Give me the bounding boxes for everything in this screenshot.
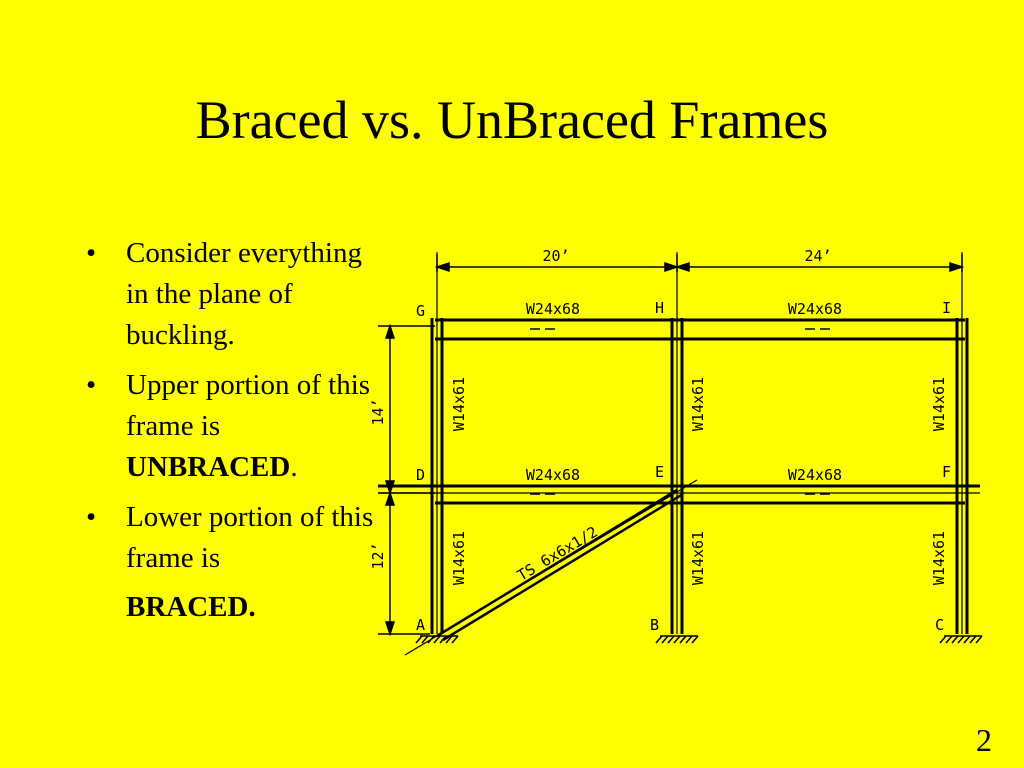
bullet-suffix: . [290, 451, 298, 483]
bullet-text: Consider everything in the plane of buck… [126, 237, 362, 351]
span-left-label: 20’ [542, 247, 569, 265]
span-right-label: 24’ [804, 247, 831, 265]
node-d-label: D [416, 466, 425, 484]
story-lower-label: 12’ [369, 542, 387, 569]
slide-title: Braced vs. UnBraced Frames [195, 90, 829, 150]
bullet-icon: • [86, 369, 97, 401]
column-label-fi: W14x61 [930, 377, 948, 431]
support-c [939, 635, 983, 644]
story-dimensions [378, 323, 435, 637]
bullet-item: • Consider everything in the plane of bu… [86, 233, 376, 356]
node-i-label: I [942, 299, 951, 317]
node-g-label: G [416, 302, 425, 320]
page-number: 2 [976, 722, 992, 758]
span-dimensions [434, 254, 965, 273]
column-label-ad: W14x61 [450, 531, 468, 585]
node-h-label: H [655, 299, 664, 317]
column-middle [670, 252, 684, 634]
bullet-text: Upper portion of this frame is [126, 369, 371, 442]
node-b-label: B [650, 616, 659, 634]
beam-label-de: W24x68 [526, 466, 580, 484]
column-label-dg: W14x61 [450, 377, 468, 431]
node-c-label: C [935, 616, 944, 634]
bullet-list: • Consider everything in the plane of bu… [86, 233, 376, 637]
beam-label-gh: W24x68 [526, 300, 580, 318]
bullet-item: • Lower portion of this frame is BRACED. [86, 497, 376, 628]
brace-label: TS 6x6x1/2 [514, 523, 601, 585]
bullet-icon: • [86, 501, 97, 533]
column-right [955, 252, 969, 634]
diagonal-brace [404, 479, 698, 656]
bullet-icon: • [86, 237, 97, 269]
column-label-be: W14x61 [689, 531, 707, 585]
column-left [430, 252, 444, 634]
node-e-label: E [655, 463, 664, 481]
beam-label-hi: W24x68 [788, 300, 842, 318]
support-b [655, 635, 699, 644]
support-a [415, 635, 459, 644]
bullet-item: • Upper portion of this frame is UNBRACE… [86, 365, 376, 488]
bullet-text: Lower portion of this frame is [126, 501, 374, 574]
roof-beam [435, 318, 965, 341]
node-a-label: A [416, 616, 425, 634]
column-label-eh: W14x61 [689, 377, 707, 431]
floor-beam [378, 484, 980, 505]
story-upper-label: 14’ [369, 398, 387, 425]
bullet-bold-term: UNBRACED [126, 451, 291, 483]
bullet-bold-term: BRACED. [126, 591, 256, 623]
beam-label-ef: W24x68 [788, 466, 842, 484]
node-f-label: F [942, 463, 951, 481]
column-label-cf: W14x61 [930, 531, 948, 585]
